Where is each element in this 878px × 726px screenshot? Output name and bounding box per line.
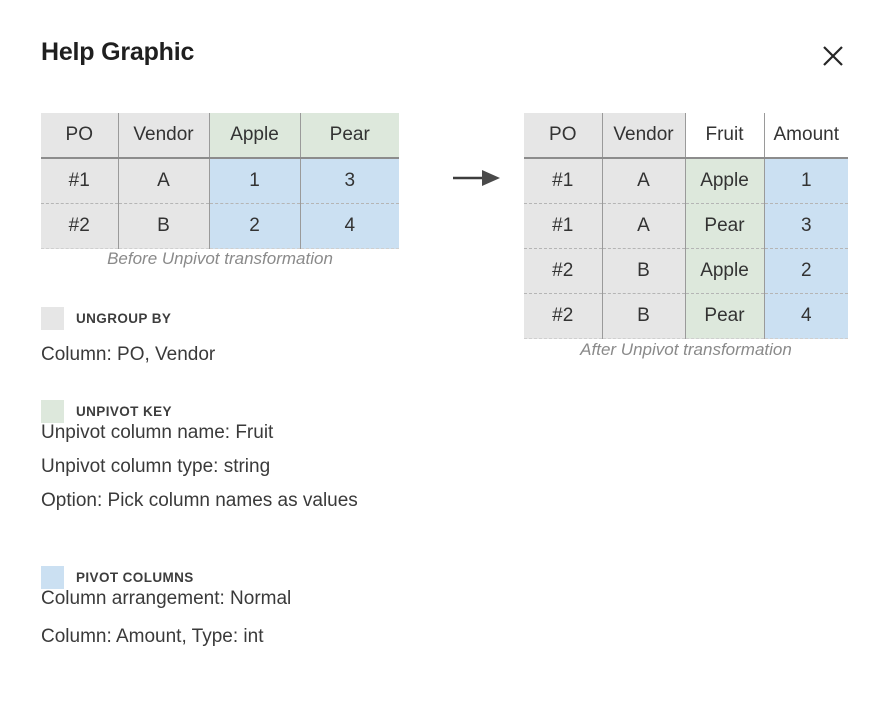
cell-po: #2 — [524, 293, 602, 339]
close-button[interactable] — [815, 38, 851, 74]
legend-line-unpivot-column-name: Unpivot column name: Fruit — [41, 422, 274, 443]
cell-vendor: A — [601, 203, 685, 249]
cell-amount: 3 — [763, 203, 848, 249]
legend-title-ungroup-by: UNGROUP BY — [76, 310, 172, 326]
cell-pear: 3 — [299, 158, 399, 204]
arrow-right-icon — [452, 166, 504, 190]
legend-swatch-pivot-columns — [41, 565, 64, 589]
cell-vendor: A — [601, 158, 685, 204]
cell-vendor: A — [117, 158, 209, 204]
after-unpivot-table: PO Vendor Fruit Amount #1 A Apple 1 #1 A… — [524, 113, 848, 339]
cell-vendor: B — [601, 248, 685, 294]
legend-header: UNPIVOT KEY — [41, 399, 358, 423]
cell-amount: 2 — [763, 248, 848, 294]
table-header-row: PO Vendor Fruit Amount — [524, 113, 848, 159]
cell-fruit: Apple — [684, 158, 764, 204]
cell-apple: 2 — [208, 203, 300, 249]
after-table-caption: After Unpivot transformation — [580, 340, 792, 359]
legend-swatch-ungroup-by — [41, 306, 64, 330]
column-header-apple: Apple — [208, 113, 300, 159]
table-row: #2 B Apple 2 — [524, 248, 848, 294]
legend-section-unpivot-key: UNPIVOT KEY Unpivot column name: Fruit U… — [41, 399, 358, 512]
legend-title-unpivot-key: UNPIVOT KEY — [76, 403, 172, 419]
legend-header: PIVOT COLUMNS — [41, 565, 291, 589]
table-row: #1 A Pear 3 — [524, 203, 848, 249]
table-header-row: PO Vendor Apple Pear — [41, 113, 399, 159]
column-header-amount: Amount — [763, 113, 848, 159]
table-row: #2 B 2 4 — [41, 203, 399, 249]
column-header-pear: Pear — [299, 113, 399, 159]
legend-title-pivot-columns: PIVOT COLUMNS — [76, 569, 194, 585]
table-row: #2 B Pear 4 — [524, 293, 848, 339]
column-header-po: PO — [41, 113, 118, 159]
cell-po: #2 — [41, 203, 118, 249]
legend-header: UNGROUP BY — [41, 306, 215, 330]
table-row: #1 A Apple 1 — [524, 158, 848, 204]
legend-line-column-arrangement: Column arrangement: Normal — [41, 588, 292, 609]
cell-apple: 1 — [208, 158, 300, 204]
column-header-po: PO — [524, 113, 602, 159]
cell-fruit: Pear — [684, 203, 764, 249]
cell-fruit: Pear — [684, 293, 764, 339]
column-header-vendor: Vendor — [117, 113, 209, 159]
close-icon — [819, 42, 847, 70]
cell-po: #2 — [524, 248, 602, 294]
cell-amount: 1 — [763, 158, 848, 204]
legend-line-unpivot-column-type: Unpivot column type: string — [41, 456, 271, 477]
legend-line-option: Option: Pick column names as values — [41, 490, 358, 511]
legend-line-column-type: Column: Amount, Type: int — [41, 626, 264, 647]
before-table-caption: Before Unpivot transformation — [107, 249, 333, 268]
cell-vendor: B — [117, 203, 209, 249]
cell-po: #1 — [524, 203, 602, 249]
table-row: #1 A 1 3 — [41, 158, 399, 204]
cell-po: #1 — [524, 158, 602, 204]
legend-swatch-unpivot-key — [41, 399, 64, 423]
cell-fruit: Apple — [684, 248, 764, 294]
column-header-vendor: Vendor — [601, 113, 685, 159]
page-title: Help Graphic — [41, 38, 195, 66]
cell-amount: 4 — [763, 293, 848, 339]
cell-po: #1 — [41, 158, 118, 204]
cell-pear: 4 — [299, 203, 399, 249]
column-header-fruit: Fruit — [684, 113, 764, 159]
cell-vendor: B — [601, 293, 685, 339]
legend-line-columns: Column: PO, Vendor — [41, 344, 216, 365]
legend-section-ungroup-by: UNGROUP BY Column: PO, Vendor — [41, 306, 216, 366]
before-unpivot-table: PO Vendor Apple Pear #1 A 1 3 #2 B 2 4 — [41, 113, 399, 249]
legend-section-pivot-columns: PIVOT COLUMNS Column arrangement: Normal… — [41, 565, 292, 648]
